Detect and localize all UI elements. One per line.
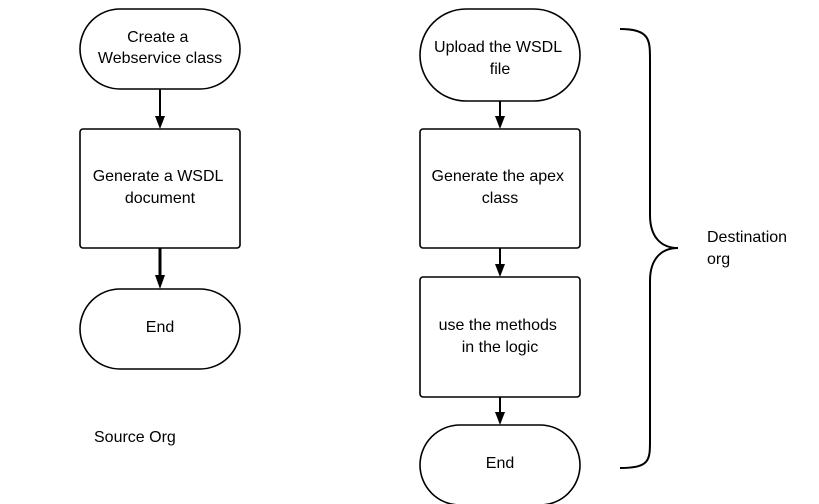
destination-org-label: Destination org <box>707 229 792 268</box>
terminal-shape <box>79 288 241 370</box>
node-label: use the methods in the logic <box>439 317 562 356</box>
destination-label-line: Destination <box>707 229 787 246</box>
node-use-methods-in-logic: use the methods in the logic <box>419 276 581 398</box>
node-generate-wsdl-document: Generate a WSDL document <box>79 128 241 249</box>
curly-brace <box>619 28 679 469</box>
node-label: Generate a WSDL document <box>93 168 228 207</box>
source-flow: Create a Webservice class Generate a WSD… <box>79 8 241 446</box>
node-label-line: document <box>125 190 196 207</box>
connector-s2-s3 <box>155 248 165 289</box>
node-label-line: Upload the WSDL <box>434 39 562 56</box>
connector-d3-d4 <box>495 397 505 425</box>
node-destination-end: End <box>419 424 581 504</box>
terminal-shape <box>419 424 581 504</box>
connector-d1-d2 <box>495 101 505 129</box>
node-label-line: End <box>486 455 514 472</box>
node-label: Generate the apex class <box>432 168 569 207</box>
node-label-line: class <box>482 190 518 207</box>
node-label-line: use the methods <box>439 317 557 334</box>
destination-label-line: org <box>707 251 730 268</box>
node-generate-apex-class: Generate the apex class <box>419 128 581 249</box>
node-label: Upload the WSDL file <box>434 39 566 78</box>
node-label-line: Create a <box>127 29 188 46</box>
node-label-line: file <box>490 61 511 78</box>
node-label-line: Generate the apex <box>432 168 565 185</box>
source-org-label: Source Org <box>94 429 176 446</box>
node-label: End <box>486 455 514 472</box>
node-create-webservice-class: Create a Webservice class <box>79 8 241 90</box>
node-label-line: Webservice class <box>98 50 222 67</box>
node-label: Create a Webservice class <box>98 29 222 67</box>
node-upload-wsdl-file: Upload the WSDL file <box>419 8 581 102</box>
destination-flow: Upload the WSDL file Generate the apex c… <box>419 8 792 504</box>
connector-s1-s2 <box>155 89 165 129</box>
node-source-end: End <box>79 288 241 370</box>
connector-d2-d3 <box>495 248 505 277</box>
process-shape <box>419 128 581 249</box>
terminal-shape <box>79 8 241 90</box>
node-label-line: Generate a WSDL <box>93 168 224 185</box>
node-label-line: End <box>146 319 174 336</box>
node-label: End <box>146 319 174 336</box>
process-shape <box>419 276 581 398</box>
node-label-line: in the logic <box>462 339 539 356</box>
process-shape <box>79 128 241 249</box>
